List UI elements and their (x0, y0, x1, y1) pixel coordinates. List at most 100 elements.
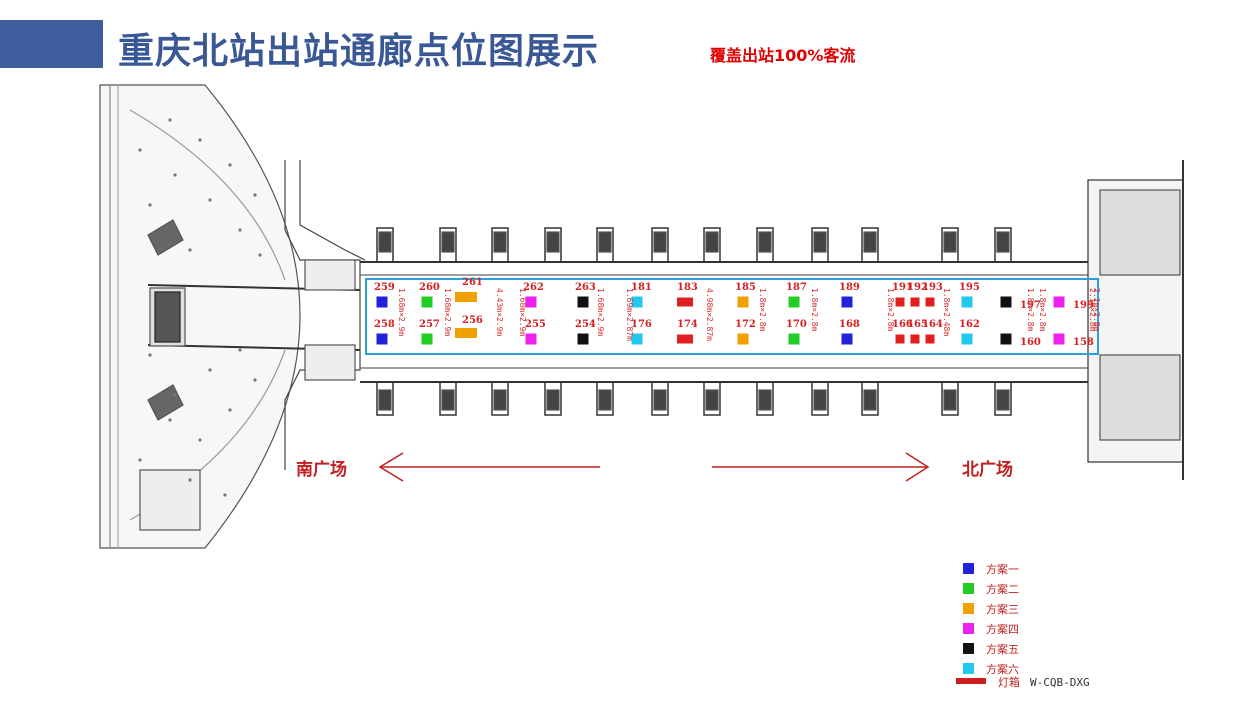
legend-label: 方案四 (986, 622, 1019, 636)
marker-199 (1053, 296, 1065, 308)
south-arrow (378, 452, 600, 482)
marker-label-170: 170 (786, 319, 807, 330)
stair-top (811, 227, 829, 262)
stair-bottom-fill (943, 389, 957, 411)
marker-195 (961, 296, 973, 308)
marker-label-259: 259 (374, 282, 395, 293)
marker-label-199: 199 (1073, 300, 1094, 311)
stair-top-fill (441, 231, 455, 253)
stair-top (756, 227, 774, 262)
stair-top-fill (813, 231, 827, 253)
column-dot (228, 408, 232, 412)
stair-bottom (376, 382, 394, 416)
marker-label-174: 174 (677, 319, 698, 330)
stair-top (861, 227, 879, 262)
stair-bottom (491, 382, 509, 416)
column-dot (168, 418, 172, 422)
marker-layer: 2592582602572612562622552632541811761831… (374, 277, 1094, 348)
marker-166 (895, 334, 905, 344)
column-dot (198, 138, 202, 142)
marker-170 (788, 333, 800, 345)
corridor-highlight (365, 278, 1099, 355)
marker-label-197: 197 (1020, 300, 1041, 311)
lightbox-label: 灯箱 (998, 675, 1020, 689)
marker-189 (841, 296, 853, 308)
page-subtitle: 覆盖出站100%客流 (710, 46, 856, 65)
column-dot (173, 393, 177, 397)
stair-top-fill (996, 231, 1010, 253)
north-arrow (712, 452, 930, 482)
marker-label-189: 189 (839, 282, 860, 293)
marker-174 (677, 334, 693, 344)
stair-bottom-fill (705, 389, 719, 411)
legend-swatch (963, 643, 974, 654)
marker-168 (841, 333, 853, 345)
stair-bottom-fill (996, 389, 1010, 411)
marker-label-263: 263 (575, 282, 596, 293)
page-title: 重庆北站出站通廊点位图展示 (118, 31, 600, 72)
legend-swatch (963, 623, 974, 634)
marker-label-187: 187 (786, 282, 807, 293)
marker-259 (376, 296, 388, 308)
marker-185 (737, 296, 749, 308)
marker-193 (925, 297, 935, 307)
column-dot (198, 438, 202, 442)
marker-158 (1053, 333, 1065, 345)
stair-top-fill (378, 231, 392, 253)
size-label: 2.1m×2.8m (1092, 288, 1101, 332)
stair-bottom (651, 382, 669, 416)
size-label: 1.68m×2.9m (397, 288, 406, 336)
stair-bottom-fill (598, 389, 612, 411)
marker-label-262: 262 (523, 282, 544, 293)
marker-257 (421, 333, 433, 345)
size-label: 2.1m×2.8m (1088, 288, 1097, 332)
marker-label-193: 193 (922, 282, 943, 293)
marker-label-260: 260 (419, 282, 440, 293)
marker-183 (677, 297, 693, 307)
marker-label-258: 258 (374, 319, 395, 330)
marker-181 (631, 296, 643, 308)
column-dot (188, 478, 192, 482)
marker-label-181: 181 (631, 282, 652, 293)
stair-bottom-fill (378, 389, 392, 411)
marker-187 (788, 296, 800, 308)
marker-164 (925, 334, 935, 344)
stair-bottom (756, 382, 774, 416)
size-label: 1.8m×2.8m (1038, 288, 1047, 332)
marker-label-158: 158 (1073, 337, 1094, 348)
column-dot (188, 248, 192, 252)
marker-160 (1000, 333, 1012, 345)
legend-label: 方案三 (986, 602, 1019, 616)
stair-top (376, 227, 394, 262)
column-dot (148, 203, 152, 207)
stair-bottom (861, 382, 879, 416)
marker-172 (737, 333, 749, 345)
marker-label-191: 191 (892, 282, 913, 293)
stair-top (703, 227, 721, 262)
marker-258 (376, 333, 388, 345)
legend-swatch (963, 603, 974, 614)
west-rotunda (99, 84, 301, 549)
column-dot (168, 118, 172, 122)
column-dot (173, 173, 177, 177)
column-dot (238, 348, 242, 352)
stair-top-fill (493, 231, 507, 253)
marker-label-261: 261 (462, 277, 483, 288)
stair-top-fill (598, 231, 612, 253)
stair-bottom-fill (441, 389, 455, 411)
column-dot (208, 368, 212, 372)
marker-label-168: 168 (839, 319, 860, 330)
north-plaza-label: 北广场 (962, 459, 1013, 480)
legend-label: 方案五 (986, 642, 1019, 656)
stair-bottom-fill (813, 389, 827, 411)
stair-top (941, 227, 959, 262)
marker-label-195: 195 (959, 282, 980, 293)
stair-bottom (703, 382, 721, 416)
marker-256 (455, 328, 477, 338)
marker-label-255: 255 (525, 319, 546, 330)
stair-top-fill (546, 231, 560, 253)
size-label: 1.8m×2.8m (758, 288, 767, 332)
legend-label: 方案一 (986, 562, 1019, 576)
